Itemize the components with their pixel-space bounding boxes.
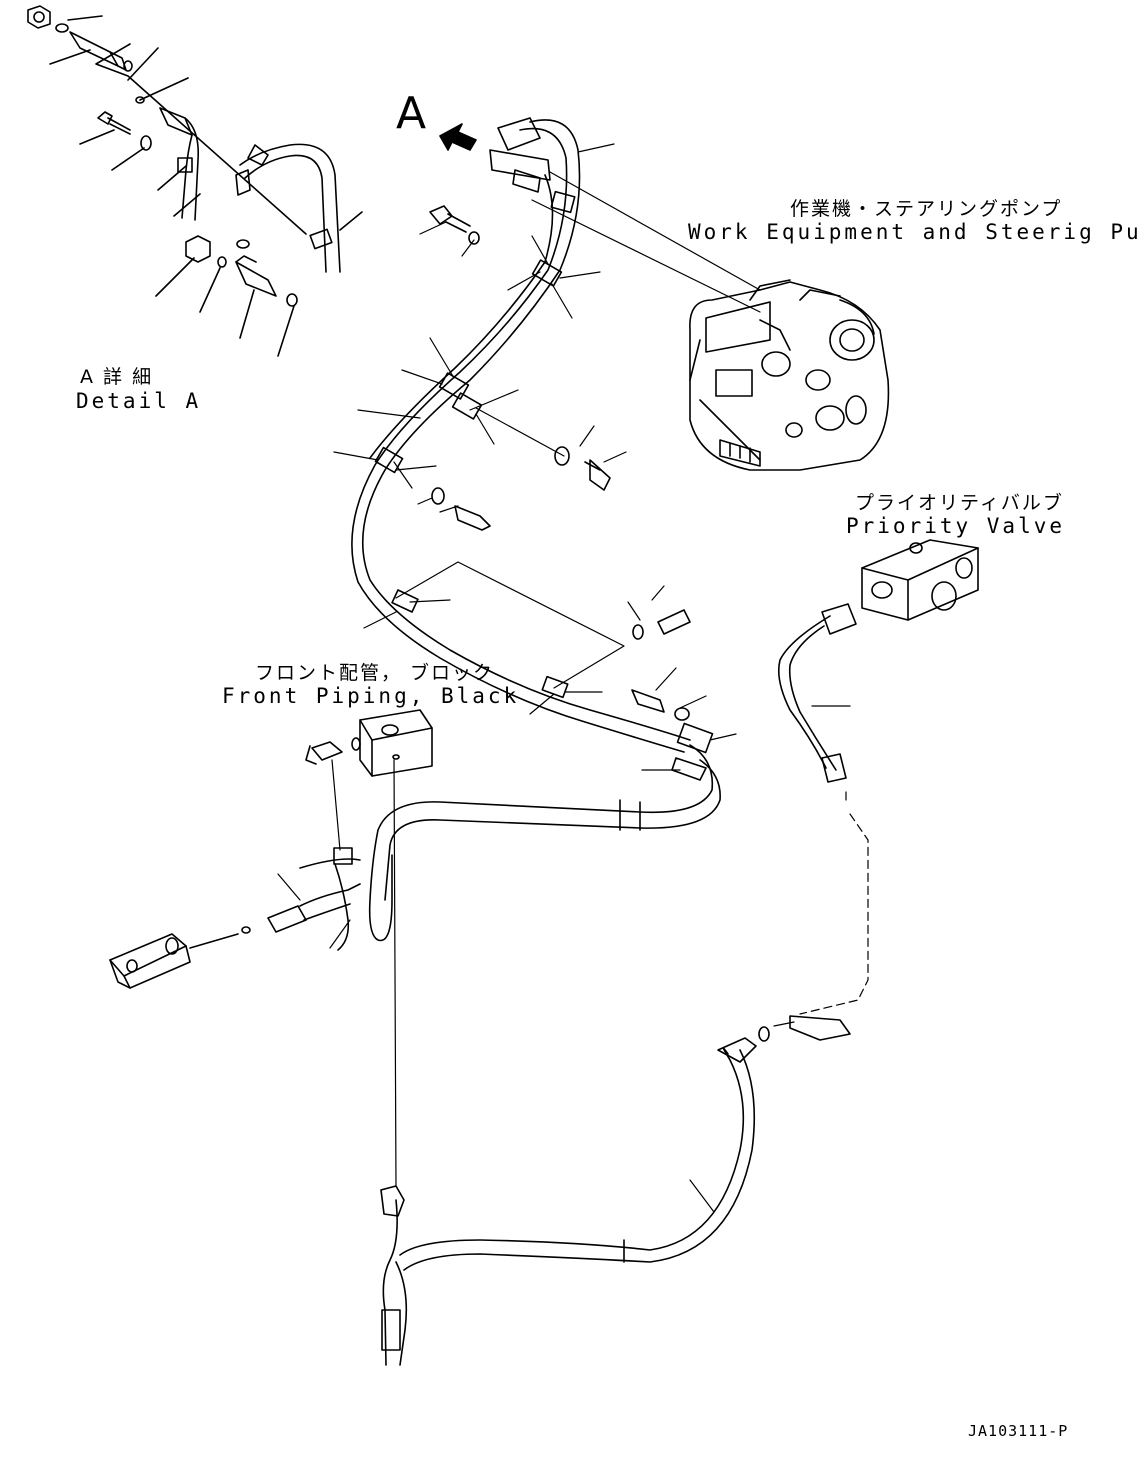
detail-a-label-jp: A 詳 細 <box>80 366 154 388</box>
detail-hose <box>239 143 341 273</box>
hose-end-elbow <box>159 107 193 136</box>
pump-fitting-lower <box>489 149 551 181</box>
pump-label-jp: 作業機・ステアリングポンプ <box>790 198 1063 220</box>
bolts-washers <box>429 205 707 781</box>
leader-lines <box>277 143 869 1213</box>
priority-valve-label-jp: プライオリティバルブ <box>855 492 1064 514</box>
detail-a-group <box>27 5 363 357</box>
clamp-6 <box>541 675 569 699</box>
priority-fitting-bottom <box>821 753 847 783</box>
pump-fitting-upper <box>497 117 541 151</box>
front-block <box>305 709 433 777</box>
clamp-4 <box>374 446 404 474</box>
priority-valve-label-en: Priority Valve <box>846 514 1066 538</box>
front-piping-label-jp: フロント配管， ブロック <box>255 662 495 684</box>
drawing-code: JA103111-P <box>968 1422 1069 1440</box>
valve-block-lower-left <box>109 926 251 989</box>
bracket-part <box>789 1015 851 1041</box>
nut-part <box>27 5 51 29</box>
bolt-part <box>97 111 113 125</box>
clamp-7 <box>676 722 714 754</box>
front-hose-pair <box>368 744 721 942</box>
union-fitting <box>69 31 119 67</box>
lower-fitting <box>381 1309 401 1351</box>
clamp-2 <box>438 372 470 400</box>
front-fitting-top <box>333 847 353 865</box>
elbow-nut <box>185 235 211 263</box>
clamp-3 <box>451 392 483 420</box>
elbow-fitting <box>235 261 277 297</box>
front-hose-left <box>299 858 361 869</box>
pump-label-en: Work Equipment and Steerig Pump <box>688 220 1137 244</box>
priority-valve <box>861 539 979 621</box>
lower-hose <box>380 1015 851 1366</box>
priority-fitting-top <box>821 603 857 635</box>
priority-hose <box>777 603 857 783</box>
front-piping-label-en: Front Piping, Black <box>222 684 520 708</box>
view-arrow-icon <box>439 123 477 151</box>
clamp-5 <box>391 589 419 613</box>
clamp-part <box>177 157 193 173</box>
clamp-top <box>550 190 576 214</box>
tee-fitting <box>380 1185 405 1217</box>
clamp-1 <box>531 259 563 287</box>
detail-a-label-en: Detail A <box>76 389 202 413</box>
pump-body <box>689 279 890 471</box>
view-marker-label: A <box>396 88 427 139</box>
pump-hose-pair <box>351 119 691 753</box>
